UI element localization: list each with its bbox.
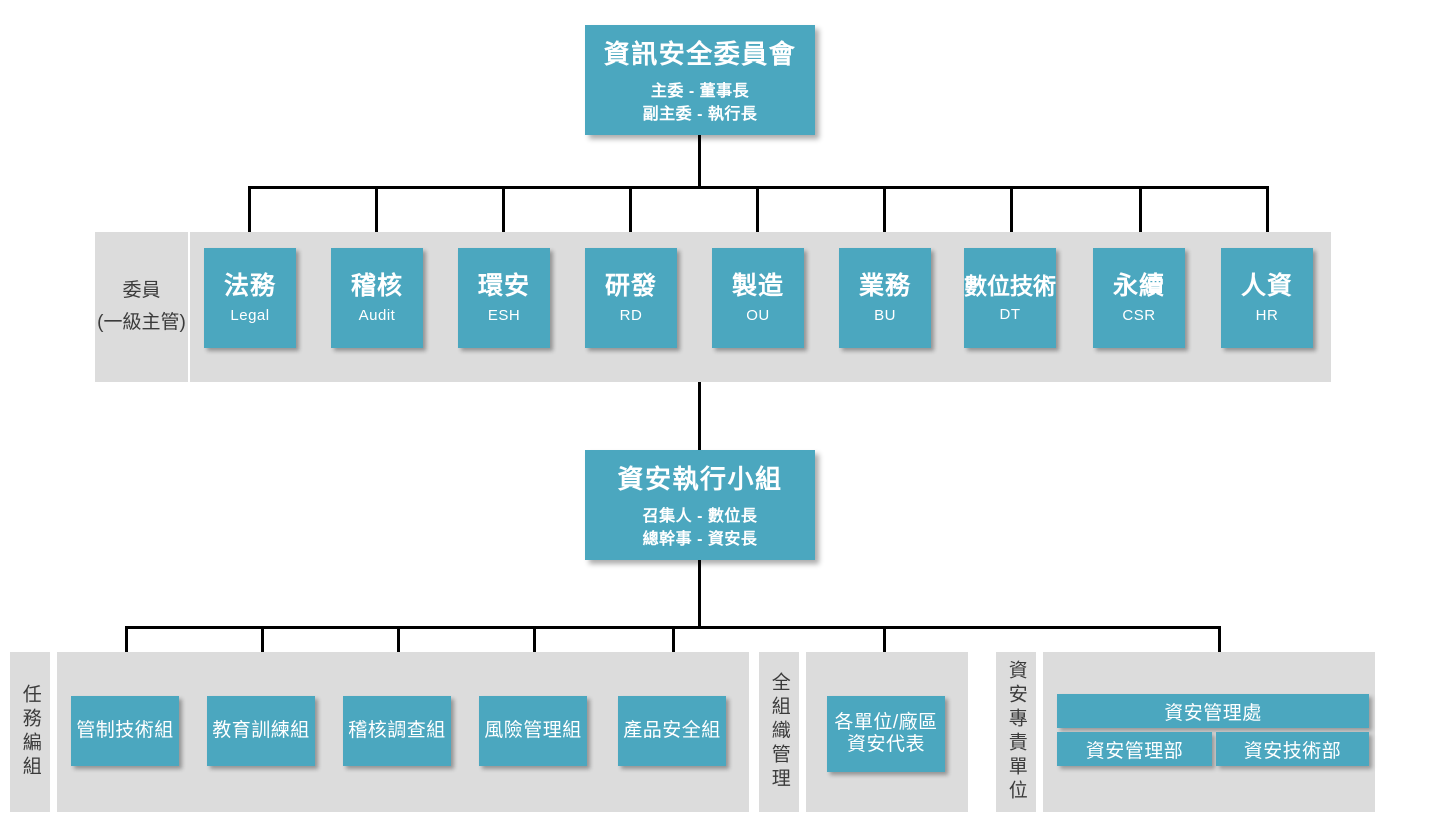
connector-exec-stem-upper	[698, 382, 701, 450]
dept-box-infosec-management[interactable]: 資安管理部	[1057, 732, 1212, 766]
task-box-education-training[interactable]: 教育訓練組	[207, 696, 315, 766]
dept-box-infosec-division[interactable]: 資安管理處	[1057, 694, 1369, 728]
member-box-rd[interactable]: 研發 RD	[585, 248, 677, 348]
connector-member-drop-7	[1010, 186, 1013, 248]
member-box-audit[interactable]: 稽核 Audit	[331, 248, 423, 348]
member-box-ou[interactable]: 製造 OU	[712, 248, 804, 348]
exec-team-roles: 召集人 - 數位長 總幹事 - 資安長	[642, 507, 758, 548]
member-box-bu[interactable]: 業務 BU	[839, 248, 931, 348]
group-label-org-wide: 全組織管理	[759, 652, 799, 812]
exec-team-box[interactable]: 資安執行小組 召集人 - 數位長 總幹事 - 資安長	[585, 450, 815, 560]
task-box-product-security[interactable]: 產品安全組	[618, 696, 726, 766]
connector-member-drop-2	[375, 186, 378, 248]
group-label-task-force: 任務編組	[10, 652, 50, 812]
task-box-risk-management[interactable]: 風險管理組	[479, 696, 587, 766]
member-box-esh[interactable]: 環安 ESH	[458, 248, 550, 348]
connector-member-drop-5	[756, 186, 759, 248]
exec-team-title: 資安執行小組	[617, 463, 783, 494]
committee-box[interactable]: 資訊安全委員會 主委 - 董事長 副主委 - 執行長	[585, 25, 815, 135]
connector-member-drop-3	[502, 186, 505, 248]
committee-title: 資訊安全委員會	[603, 38, 797, 69]
connector-member-drop-6	[883, 186, 886, 248]
committee-roles: 主委 - 董事長 副主委 - 執行長	[642, 82, 758, 123]
member-box-csr[interactable]: 永續 CSR	[1093, 248, 1185, 348]
connector-committee-stem	[698, 135, 701, 188]
connector-member-drop-9	[1266, 186, 1269, 248]
member-box-hr[interactable]: 人資 HR	[1221, 248, 1313, 348]
unit-box-site-security-rep[interactable]: 各單位/廠區 資安代表	[827, 696, 945, 772]
group-label-dedicated-unit: 資安專責單位	[996, 652, 1036, 812]
connector-member-drop-1	[248, 186, 251, 248]
connector-member-drop-8	[1139, 186, 1142, 248]
connector-exec-stem-lower	[698, 560, 701, 628]
connector-member-drop-4	[629, 186, 632, 248]
task-box-audit-investigation[interactable]: 稽核調查組	[343, 696, 451, 766]
member-box-legal[interactable]: 法務 Legal	[204, 248, 296, 348]
dept-box-infosec-technology[interactable]: 資安技術部	[1216, 732, 1369, 766]
member-box-dt[interactable]: 數位技術 DT	[964, 248, 1056, 348]
task-box-control-tech[interactable]: 管制技術組	[71, 696, 179, 766]
members-panel-label: 委員 (一級主管)	[95, 232, 188, 382]
